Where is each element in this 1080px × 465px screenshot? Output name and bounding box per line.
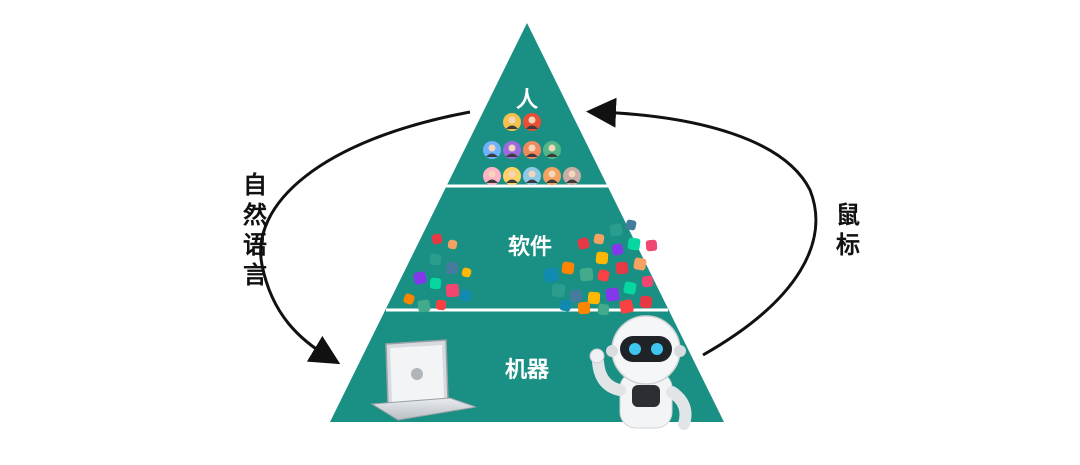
app-icon [577, 237, 590, 250]
left-curved-arrow [259, 110, 471, 365]
app-icon [597, 303, 610, 316]
app-icon [417, 299, 431, 313]
app-icon [445, 261, 459, 275]
right-arrow-label: 鼠 标 [833, 200, 863, 260]
app-icon [543, 267, 559, 283]
app-icon [577, 301, 591, 315]
app-icon [403, 293, 415, 305]
app-icon [641, 275, 654, 288]
app-icon [459, 289, 472, 302]
app-icon [551, 283, 566, 298]
people-avatars-icon [483, 113, 581, 185]
app-icon [461, 267, 472, 278]
app-icons-cluster [403, 233, 472, 313]
app-icon [559, 299, 572, 312]
robot-icon [589, 315, 692, 430]
app-icon [561, 261, 575, 275]
app-icon [569, 289, 583, 303]
app-icon [593, 233, 605, 245]
app-icon [431, 233, 443, 245]
left-arrow-label: 自 然 语 言 [240, 170, 270, 290]
app-icons-cluster-right [543, 219, 658, 316]
app-icon [597, 269, 610, 282]
app-icon [639, 295, 653, 309]
app-icon [429, 277, 442, 290]
tier-label-bottom: 机器 [504, 358, 550, 383]
left-label-char: 语 [243, 231, 267, 259]
app-icon [615, 261, 629, 275]
app-icon [627, 237, 641, 251]
app-icon [605, 287, 620, 302]
app-icon [435, 299, 447, 311]
left-label-char: 言 [243, 261, 267, 289]
tier-label-middle: 软件 [507, 235, 553, 260]
app-icon [625, 219, 637, 231]
app-icon [623, 281, 637, 295]
app-icon [609, 223, 623, 237]
app-icon [587, 291, 601, 305]
app-icon [445, 283, 460, 298]
app-icon [429, 253, 442, 266]
right-curved-arrow [586, 97, 818, 357]
laptop-icon [370, 339, 477, 421]
left-label-char: 自 [243, 171, 267, 199]
app-icon [611, 243, 624, 256]
tier-label-top: 人 [515, 88, 539, 113]
app-icon [595, 251, 609, 265]
app-icon [579, 267, 594, 282]
right-label-char: 鼠 [836, 201, 860, 229]
app-icon [619, 299, 634, 314]
right-label-char: 标 [836, 231, 860, 259]
app-icon [645, 239, 658, 252]
app-icon [413, 271, 427, 285]
app-icon [633, 257, 647, 271]
left-label-char: 然 [243, 201, 267, 229]
app-icon [447, 239, 458, 250]
